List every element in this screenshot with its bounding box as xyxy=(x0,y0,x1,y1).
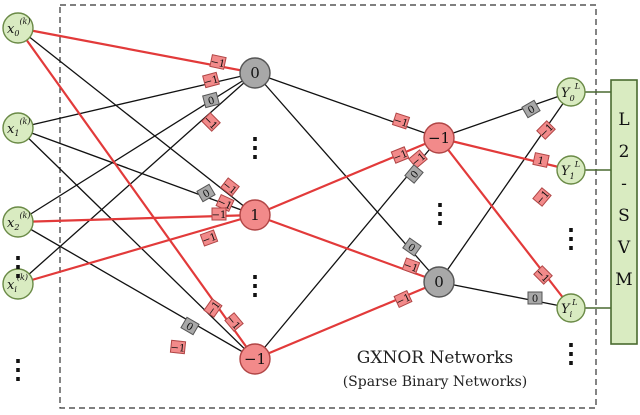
svg-text:0: 0 xyxy=(184,321,195,334)
svg-text:V: V xyxy=(617,238,631,258)
output-ellipsis-mid: ⋮ xyxy=(558,224,584,254)
hidden1-node-minus-one: −1 xyxy=(239,343,271,375)
weight-badge: 1 xyxy=(532,152,550,168)
weight-badge: 0 xyxy=(521,99,541,119)
caption-subtitle: (Sparse Binary Networks) xyxy=(342,374,528,390)
hidden1-ellipsis-bottom: ⋮ xyxy=(242,271,268,301)
svg-text:−1: −1 xyxy=(392,149,410,165)
svg-text:−1: −1 xyxy=(205,300,222,318)
svg-text:−1: −1 xyxy=(212,210,227,221)
svg-text:−1: −1 xyxy=(170,342,186,354)
svg-text:−1: −1 xyxy=(428,129,450,147)
ellipses: ⋮ ⋮ ⋮ ⋮ ⋮ ⋮ ⋮ xyxy=(5,133,584,385)
svg-text:0: 0 xyxy=(250,64,260,82)
weight-badge: −1 xyxy=(402,257,421,275)
weight-badge: 0 xyxy=(402,237,422,257)
input-layer: x0(k) x1(k) x2(k) xi(k) xyxy=(2,12,34,300)
svm-connectors xyxy=(584,91,611,309)
svg-text:1: 1 xyxy=(536,155,545,167)
svg-text:0: 0 xyxy=(207,95,216,107)
weight-badge: 0 xyxy=(196,183,216,203)
svg-text:0: 0 xyxy=(409,169,422,181)
svg-text:Y0L: Y0L xyxy=(561,82,580,103)
weight-badge: −1 xyxy=(408,149,428,169)
svg-text:0: 0 xyxy=(532,294,538,305)
svg-text:−1: −1 xyxy=(402,260,420,275)
input-ellipsis-mid: ⋮ xyxy=(5,252,31,282)
hidden1-node-zero: 0 xyxy=(239,57,271,89)
svg-text:−1: −1 xyxy=(224,314,242,332)
svg-text:−1: −1 xyxy=(203,74,220,88)
output-node-y1: Y1L xyxy=(556,155,586,185)
black-edges xyxy=(17,27,572,360)
svg-text:0: 0 xyxy=(434,273,444,291)
svg-text:0: 0 xyxy=(526,104,537,117)
output-ellipsis-bottom: ⋮ xyxy=(558,339,584,369)
weight-badge: −1 xyxy=(209,54,227,71)
input-ellipsis-bottom: ⋮ xyxy=(5,355,31,385)
svm-label: L 2 - S V M xyxy=(615,110,632,290)
svg-text:−1: −1 xyxy=(392,115,409,130)
weight-badge: −1 xyxy=(169,339,187,355)
svg-text:−1: −1 xyxy=(201,232,219,247)
input-node-x2: x2(k) xyxy=(2,206,34,238)
input-node-xi: xi(k) xyxy=(2,268,34,300)
weight-badge: 0 xyxy=(527,291,543,305)
svg-text:−1: −1 xyxy=(538,122,556,140)
l2-svm-block: L 2 - S V M xyxy=(610,79,638,345)
svg-text:x0(k): x0(k) xyxy=(7,17,31,38)
weight-badge: 0 xyxy=(180,316,200,336)
weight-badge: −1 xyxy=(533,265,553,285)
weight-badge: −1 xyxy=(392,112,411,130)
output-node-yi: YiL xyxy=(556,293,586,323)
weight-badge: −1 xyxy=(203,298,223,318)
hidden-layer-1: 0 1 −1 xyxy=(239,57,271,375)
svg-text:−1: −1 xyxy=(533,267,551,285)
svg-text:Y1L: Y1L xyxy=(561,160,580,181)
svg-text:2: 2 xyxy=(619,142,630,162)
svg-text:-: - xyxy=(621,174,627,194)
svg-text:M: M xyxy=(615,270,632,290)
svg-text:L: L xyxy=(618,110,629,130)
caption-title: GXNOR Networks xyxy=(356,348,514,368)
weight-badge: −1 xyxy=(390,146,410,165)
input-node-x0: x0(k) xyxy=(2,12,34,44)
weight-badge: −1 xyxy=(199,229,219,247)
input-node-x1: x1(k) xyxy=(2,112,34,144)
hidden2-ellipsis: ⋮ xyxy=(427,199,453,229)
svg-text:−1: −1 xyxy=(220,179,238,197)
svg-text:YiL: YiL xyxy=(561,298,577,319)
weight-badges: −1 −1 0 −1 0 −1 −1 −1 xyxy=(169,54,556,355)
red-edges xyxy=(17,26,572,361)
weight-badge: 0 xyxy=(202,91,220,109)
svg-text:1: 1 xyxy=(250,206,260,224)
weight-badge: −1 xyxy=(224,312,244,332)
svg-text:−1: −1 xyxy=(201,114,219,132)
hidden1-node-one: 1 xyxy=(239,199,271,231)
hidden1-ellipsis-top: ⋮ xyxy=(242,133,268,163)
svg-text:xi(k): xi(k) xyxy=(7,273,28,294)
weight-badge: −1 xyxy=(220,177,240,197)
output-layer: Y0L Y1L YiL xyxy=(556,77,586,323)
svg-text:x2(k): x2(k) xyxy=(7,211,31,232)
hidden2-node-zero: 0 xyxy=(423,266,455,298)
svg-text:−1: −1 xyxy=(534,189,552,207)
weight-badge: −1 xyxy=(211,207,227,221)
svg-text:x1(k): x1(k) xyxy=(7,117,31,138)
svg-text:0: 0 xyxy=(201,188,212,201)
weight-badge: −1 xyxy=(532,187,552,207)
weight-badge: −1 xyxy=(201,112,221,132)
svg-text:−1: −1 xyxy=(209,57,226,71)
svg-text:−1: −1 xyxy=(244,350,266,368)
weight-badge: 0 xyxy=(404,164,424,184)
hidden-layer-2: −1 0 xyxy=(423,122,455,298)
hidden2-node-minus-one: −1 xyxy=(423,122,455,154)
svg-text:0: 0 xyxy=(405,242,417,255)
output-node-y0: Y0L xyxy=(556,77,586,107)
weight-badge: −1 xyxy=(202,71,220,89)
svg-text:S: S xyxy=(618,206,630,226)
